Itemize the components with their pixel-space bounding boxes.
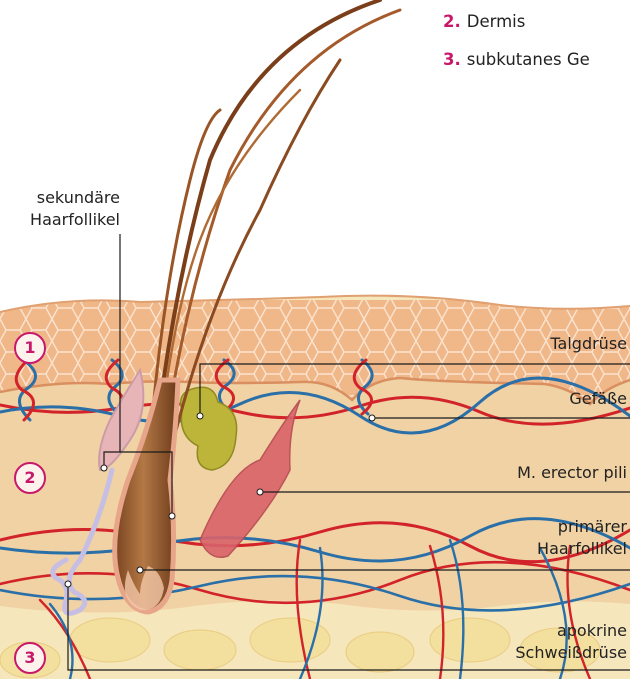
legend-text: subkutanes Ge — [467, 50, 590, 69]
label-sebaceous-gland: Talgdrüse — [550, 333, 627, 355]
layer-badge-1: 1 — [14, 332, 46, 364]
label-line: sekundäre — [24, 187, 120, 209]
label-apocrine-gland: apokrine Schweißdrüse — [515, 620, 627, 664]
legend-number: 3. — [443, 50, 461, 69]
layer-badge-2: 2 — [14, 462, 46, 494]
legend-item-subcutis: 3. subkutanes Ge — [443, 52, 590, 69]
label-line: Haarfollikel — [24, 209, 120, 231]
label-vessels: Gefäße — [569, 388, 627, 410]
legend-text: Dermis — [467, 12, 526, 31]
label-primary-follicle: primärer Haarfollikel — [537, 516, 627, 560]
label-secondary-follicle: sekundäre Haarfollikel — [24, 187, 120, 231]
label-erector-pili: M. erector pili — [517, 462, 627, 484]
label-line: apokrine — [515, 620, 627, 642]
label-line: Schweißdrüse — [515, 642, 627, 664]
legend-number: 2. — [443, 12, 461, 31]
label-line: primärer — [537, 516, 627, 538]
label-line: Haarfollikel — [537, 538, 627, 560]
layer-badge-3: 3 — [14, 642, 46, 674]
legend-item-dermis: 2. Dermis — [443, 14, 525, 31]
